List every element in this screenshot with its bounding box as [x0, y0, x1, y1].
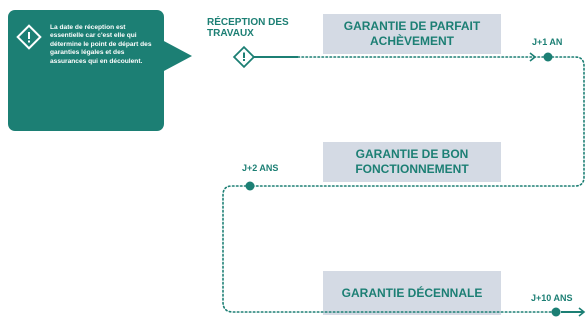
timeline-dotted-segment-2 [252, 56, 585, 187]
milestone-dot-1-an [543, 52, 553, 62]
info-callout: La date de réception est essentielle car… [8, 10, 164, 131]
guarantee-box-bon-fonctionnement: GARANTIE DE BON FONCTIONNEMENT [323, 142, 501, 182]
duration-label-1-an: J+1 AN [532, 37, 563, 47]
milestone-dot-2-ans [245, 181, 255, 191]
reception-label: RÉCEPTION DES TRAVAUX [207, 17, 289, 39]
info-diamond-icon [232, 45, 256, 69]
guarantee-box-parfait-achevement: GARANTIE DE PARFAIT ACHÈVEMENT [323, 14, 501, 54]
arrow-head-icon [529, 52, 537, 62]
info-diamond-icon [16, 24, 42, 50]
milestone-dot-10-ans [551, 307, 561, 317]
timeline-dotted-segment-3 [222, 185, 553, 313]
duration-label-10-ans: J+10 ANS [531, 293, 573, 303]
duration-label-2-ans: J+2 ANS [242, 163, 279, 173]
callout-pointer [162, 40, 192, 72]
end-arrow-head-icon [578, 307, 586, 317]
callout-text: La date de réception est essentielle car… [50, 24, 152, 65]
guarantee-box-decennale: GARANTIE DÉCENNALE [323, 271, 501, 315]
